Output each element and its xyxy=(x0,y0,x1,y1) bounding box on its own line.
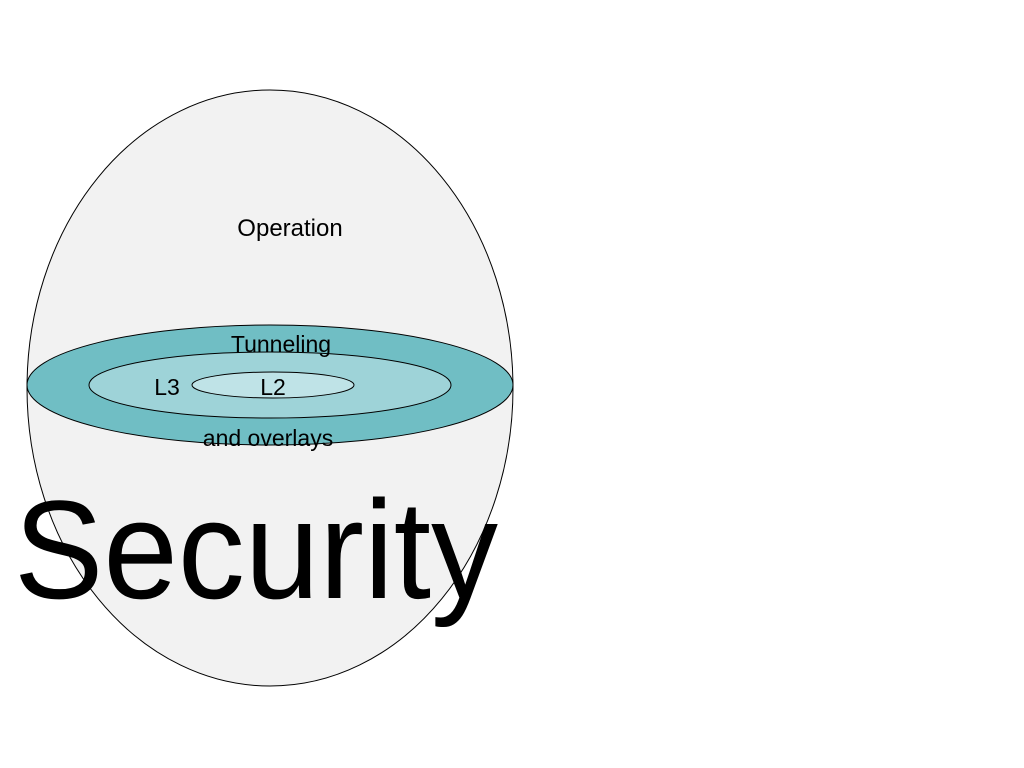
overlays-label: and overlays xyxy=(203,425,333,451)
operation-label: Operation xyxy=(237,215,342,242)
l2-ring xyxy=(191,371,355,399)
tunneling-label: Tunneling xyxy=(231,331,331,357)
l3-label: L3 xyxy=(154,374,180,400)
l2-label: L2 xyxy=(260,374,286,400)
security-label: Security xyxy=(14,471,498,628)
